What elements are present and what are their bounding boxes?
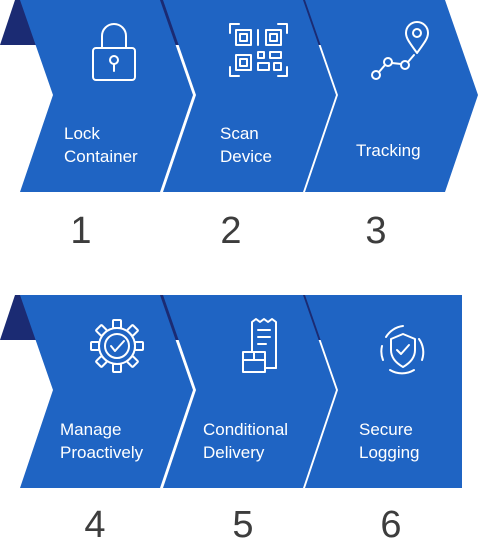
step-5-label-line-1: Conditional [203,420,288,439]
step-2-number: 2 [220,210,241,252]
chevron-step-4 [20,295,193,488]
qr-code-icon [229,23,288,77]
step-6-label: Secure Logging [359,420,420,462]
step-1-label-line-1: Lock [64,124,100,143]
step-2-label: Scan Device [220,124,272,166]
step-6-number: 6 [380,504,401,540]
route-tracking-icon [371,21,429,80]
step-6-label-line-1: Secure [359,420,413,439]
step-3-number: 3 [365,210,386,252]
step-3-label: Tracking [356,141,421,160]
step-4-label-line-2: Proactively [60,443,144,462]
gear-check-icon [90,319,144,373]
padlock-icon [92,23,136,81]
step-5-label-line-2: Delivery [203,443,265,462]
row-1: Lock Container Scan Device Tracking 1 2 … [0,0,478,252]
step-4-label: Manage Proactively [60,420,144,462]
chevron-step-3 [305,0,478,192]
row-2: Manage Proactively Conditional Delivery … [0,295,462,545]
step-4-number: 4 [84,504,105,540]
step-4-label-line-1: Manage [60,420,121,439]
step-5-label: Conditional Delivery [203,420,293,462]
step-2-label-line-1: Scan [220,124,259,143]
step-1-number: 1 [70,210,91,252]
step-1-label: Lock Container [64,124,138,166]
step-5-number: 5 [232,504,253,540]
chevron-step-6 [305,295,462,488]
step-2-label-line-2: Device [220,147,272,166]
chevron-step-5 [163,295,336,488]
step-3-label-line-1: Tracking [356,141,421,160]
chevron-step-1 [20,0,193,192]
chevron-step-2 [163,0,336,192]
step-1-label-line-2: Container [64,147,138,166]
step-6-label-line-2: Logging [359,443,420,462]
receipt-package-icon [242,318,277,373]
shield-check-icon [380,325,425,375]
